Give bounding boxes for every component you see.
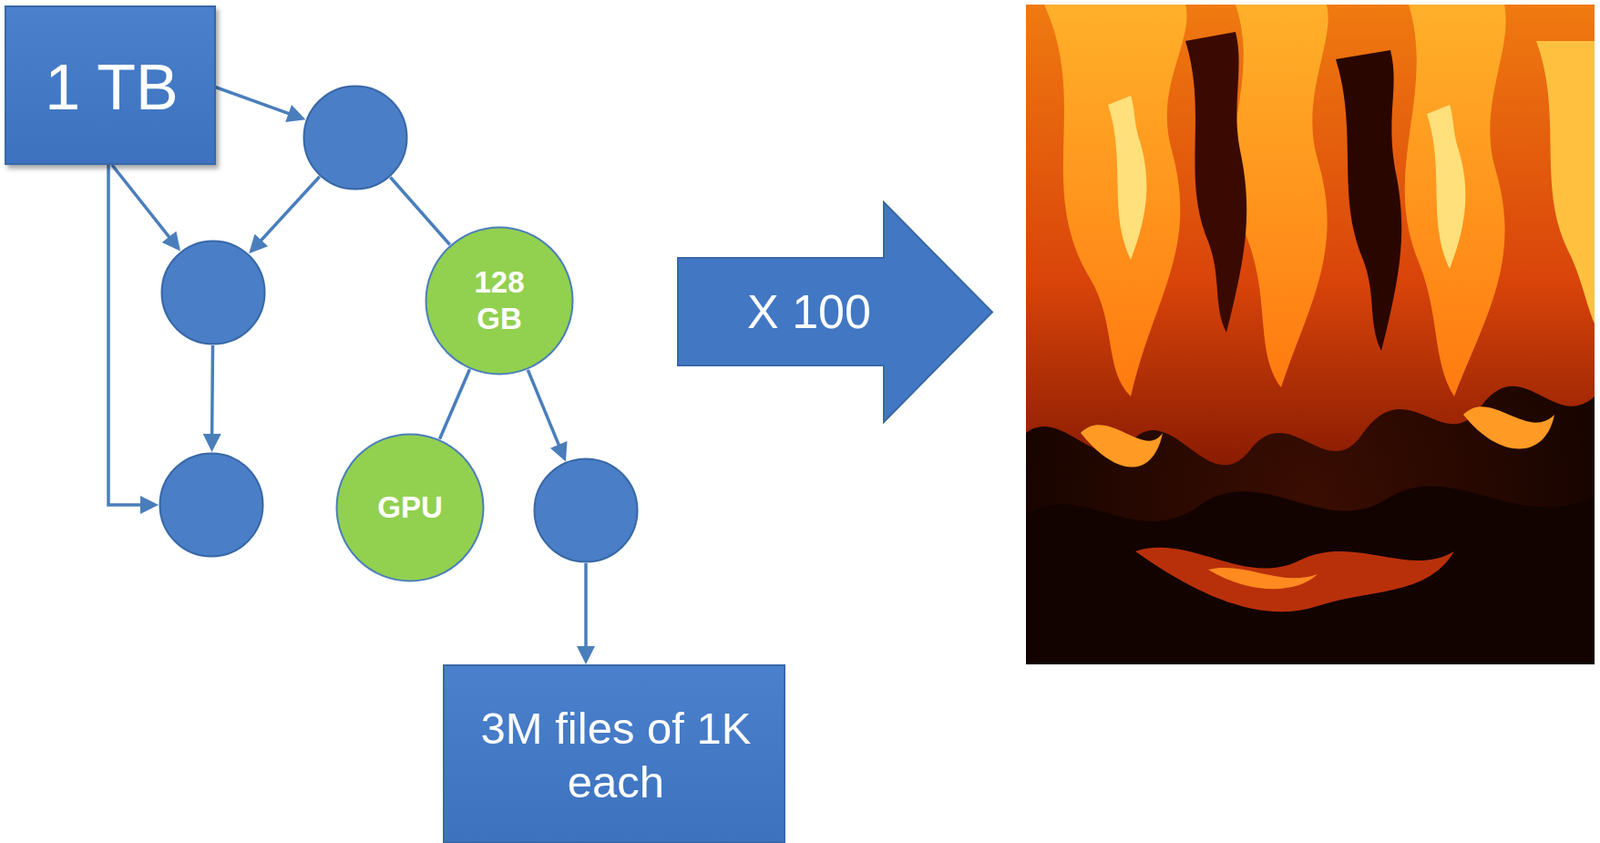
connector-line	[527, 369, 560, 449]
circle-outline	[424, 225, 575, 376]
connector-line	[584, 563, 588, 650]
connector	[248, 176, 320, 255]
node-label: 128 GB	[453, 264, 545, 337]
circle-shape	[304, 86, 408, 190]
connector	[389, 177, 450, 246]
connector-line	[258, 176, 320, 244]
task-circle	[160, 239, 267, 346]
connector	[576, 563, 595, 665]
arrow-head	[162, 231, 181, 252]
connector-line	[211, 85, 292, 115]
connector	[203, 345, 222, 452]
output-box: 3M files of 1K each	[442, 664, 786, 843]
node-label: 3M files of 1K each	[479, 701, 753, 810]
arrow-head	[550, 441, 568, 462]
circle-shape	[337, 434, 484, 582]
arrow-head	[203, 433, 222, 452]
fire-picture	[1025, 4, 1595, 665]
circle-shape	[162, 241, 266, 345]
circle-shape	[160, 453, 264, 557]
circle-outline	[302, 84, 409, 191]
arrow-head	[576, 646, 595, 665]
task-circle	[533, 457, 639, 564]
node-label: GPU	[350, 489, 470, 526]
task-circle	[158, 451, 265, 558]
circle-outline	[158, 451, 265, 558]
arrow-head	[248, 234, 268, 255]
circle-shape	[534, 459, 638, 563]
arrow-head	[140, 495, 159, 514]
scale-arrow: X 100	[677, 202, 993, 422]
circle-outline	[160, 239, 267, 346]
connector	[211, 85, 306, 123]
connector	[112, 164, 181, 252]
connector	[108, 164, 159, 514]
connector	[440, 369, 471, 439]
node-label: 1 TB	[20, 49, 204, 126]
circle-outline	[533, 457, 639, 564]
connector-line	[108, 164, 144, 505]
memory-task-circle: 128 GB	[424, 225, 575, 376]
node-label: X 100	[747, 283, 872, 340]
arrow-shape	[677, 202, 993, 422]
connector	[527, 369, 567, 462]
task-circle	[302, 84, 409, 191]
gpu-task-circle: GPU	[335, 432, 485, 583]
connector-line	[210, 345, 215, 438]
connector-line	[389, 177, 450, 246]
circle-shape	[426, 227, 574, 375]
connector-line	[112, 164, 172, 240]
arrow-head	[285, 104, 306, 123]
data-box: 1 TB	[4, 5, 216, 165]
connector-line	[440, 369, 471, 439]
